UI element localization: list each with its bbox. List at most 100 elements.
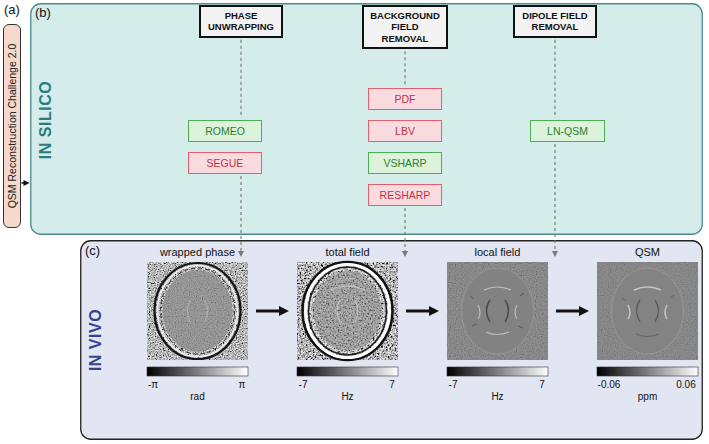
tick-label: -π xyxy=(148,379,158,390)
image-tile: wrapped phase xyxy=(147,262,248,360)
panel-title: IN VIVO xyxy=(87,309,105,371)
head-interior xyxy=(314,271,382,351)
connector-line xyxy=(554,144,555,252)
image-title: wrapped phase xyxy=(123,246,272,258)
flow-arrow xyxy=(256,306,289,316)
method-name: RESHARP xyxy=(380,189,431,201)
step-header: PHASE UNWRAPPING xyxy=(199,5,283,38)
head-ring xyxy=(161,268,235,354)
connector-line xyxy=(406,310,431,313)
method-name: VSHARP xyxy=(383,157,426,169)
flow-arrow xyxy=(556,306,589,316)
image-ground xyxy=(297,262,398,360)
method-box: LBV xyxy=(368,120,442,142)
tick-label: π xyxy=(239,379,246,390)
connector-line xyxy=(556,310,581,313)
unit-label: Hz xyxy=(491,391,503,402)
header-text: PHASE UNWRAPPING xyxy=(206,10,276,33)
unit-label: rad xyxy=(190,391,204,402)
image-title: QSM xyxy=(573,246,709,258)
brain-structure xyxy=(188,300,208,322)
colorbars xyxy=(147,367,698,376)
brain-structure xyxy=(330,286,365,322)
image-ground xyxy=(597,262,698,360)
head-ring xyxy=(311,269,384,353)
colorbar xyxy=(297,367,398,376)
challenge-box: QSM Reconstruction Challenge 2.0 xyxy=(3,24,21,228)
header-text: DIPOLE FIELD REMOVAL xyxy=(520,10,590,33)
arrowhead xyxy=(429,306,439,316)
arrowhead xyxy=(552,251,558,257)
panel-ground xyxy=(31,4,703,235)
colorbar xyxy=(447,367,548,376)
head-outline xyxy=(612,268,684,354)
qsm-image xyxy=(597,262,698,360)
image-noise xyxy=(147,262,248,360)
tick-label: -7 xyxy=(299,379,308,390)
brain-structure xyxy=(637,300,659,322)
image-title: local field xyxy=(423,246,572,258)
panel-letter: (a) xyxy=(4,3,20,17)
image-title: total field xyxy=(273,246,422,258)
step-header: BACKGROUND FIELD REMOVAL xyxy=(362,5,448,49)
section-panel: IN VIVOwrapped phasetotal fieldlocal fie… xyxy=(80,240,703,440)
image-noise xyxy=(447,262,548,360)
method-box: LN-QSM xyxy=(530,120,605,142)
connector-line xyxy=(256,310,281,313)
method-box: PDF xyxy=(368,88,442,110)
tick-label: 7 xyxy=(539,379,545,390)
image-tile: local field xyxy=(447,262,548,360)
connector-line xyxy=(554,40,555,118)
method-box: ROMEO xyxy=(188,120,262,142)
arrowhead xyxy=(24,180,30,186)
arrowhead xyxy=(402,251,408,257)
wrapped-phase-image xyxy=(147,262,248,360)
method-box: SEGUE xyxy=(188,152,262,174)
image-noise xyxy=(297,262,398,360)
colorbar xyxy=(147,367,248,376)
unit-label: ppm xyxy=(638,391,657,402)
head-outline xyxy=(462,268,534,354)
section-panel: IN SILICO PHASE UNWRAPPING ROMEO SEGUE BACKG… xyxy=(30,3,703,235)
brain-structure xyxy=(470,293,524,328)
method-name: ROMEO xyxy=(205,125,245,137)
connector-line xyxy=(404,51,405,86)
panel-title: IN SILICO xyxy=(37,81,55,159)
method-box: RESHARP xyxy=(368,184,442,206)
brain-structure xyxy=(478,287,517,335)
total-field-image xyxy=(297,262,398,360)
colorbar xyxy=(597,367,698,376)
local-field-image xyxy=(447,262,548,360)
connector-line xyxy=(240,40,241,118)
brain-structure xyxy=(622,295,674,337)
dashed-guide xyxy=(238,40,244,257)
arrowhead xyxy=(279,306,289,316)
panel-ground xyxy=(81,241,703,440)
step-header: DIPOLE FIELD REMOVAL xyxy=(513,5,597,38)
flow-arrow xyxy=(406,306,439,316)
head-ring xyxy=(309,267,387,355)
tick-label: 0.06 xyxy=(676,379,695,390)
dashed-guide xyxy=(552,40,558,257)
image-ground xyxy=(447,262,548,360)
challenge-title: QSM Reconstruction Challenge 2.0 xyxy=(6,44,18,209)
arrowhead xyxy=(238,251,244,257)
image-tile: QSM xyxy=(597,262,698,360)
method-name: SEGUE xyxy=(207,157,244,169)
brain-structure xyxy=(628,287,667,319)
tick-label: 7 xyxy=(389,379,395,390)
panel-letter: (c) xyxy=(85,244,100,258)
unit-label: Hz xyxy=(341,391,353,402)
connector-line xyxy=(240,176,241,252)
arrowhead xyxy=(579,306,589,316)
panel-letter: (b) xyxy=(35,6,51,20)
image-tile: total field xyxy=(297,262,398,360)
image-ground xyxy=(147,262,248,360)
method-box: VSHARP xyxy=(368,152,442,174)
head-ring xyxy=(303,262,393,360)
brain-structure xyxy=(487,300,509,322)
tick-label: -0.06 xyxy=(598,379,621,390)
